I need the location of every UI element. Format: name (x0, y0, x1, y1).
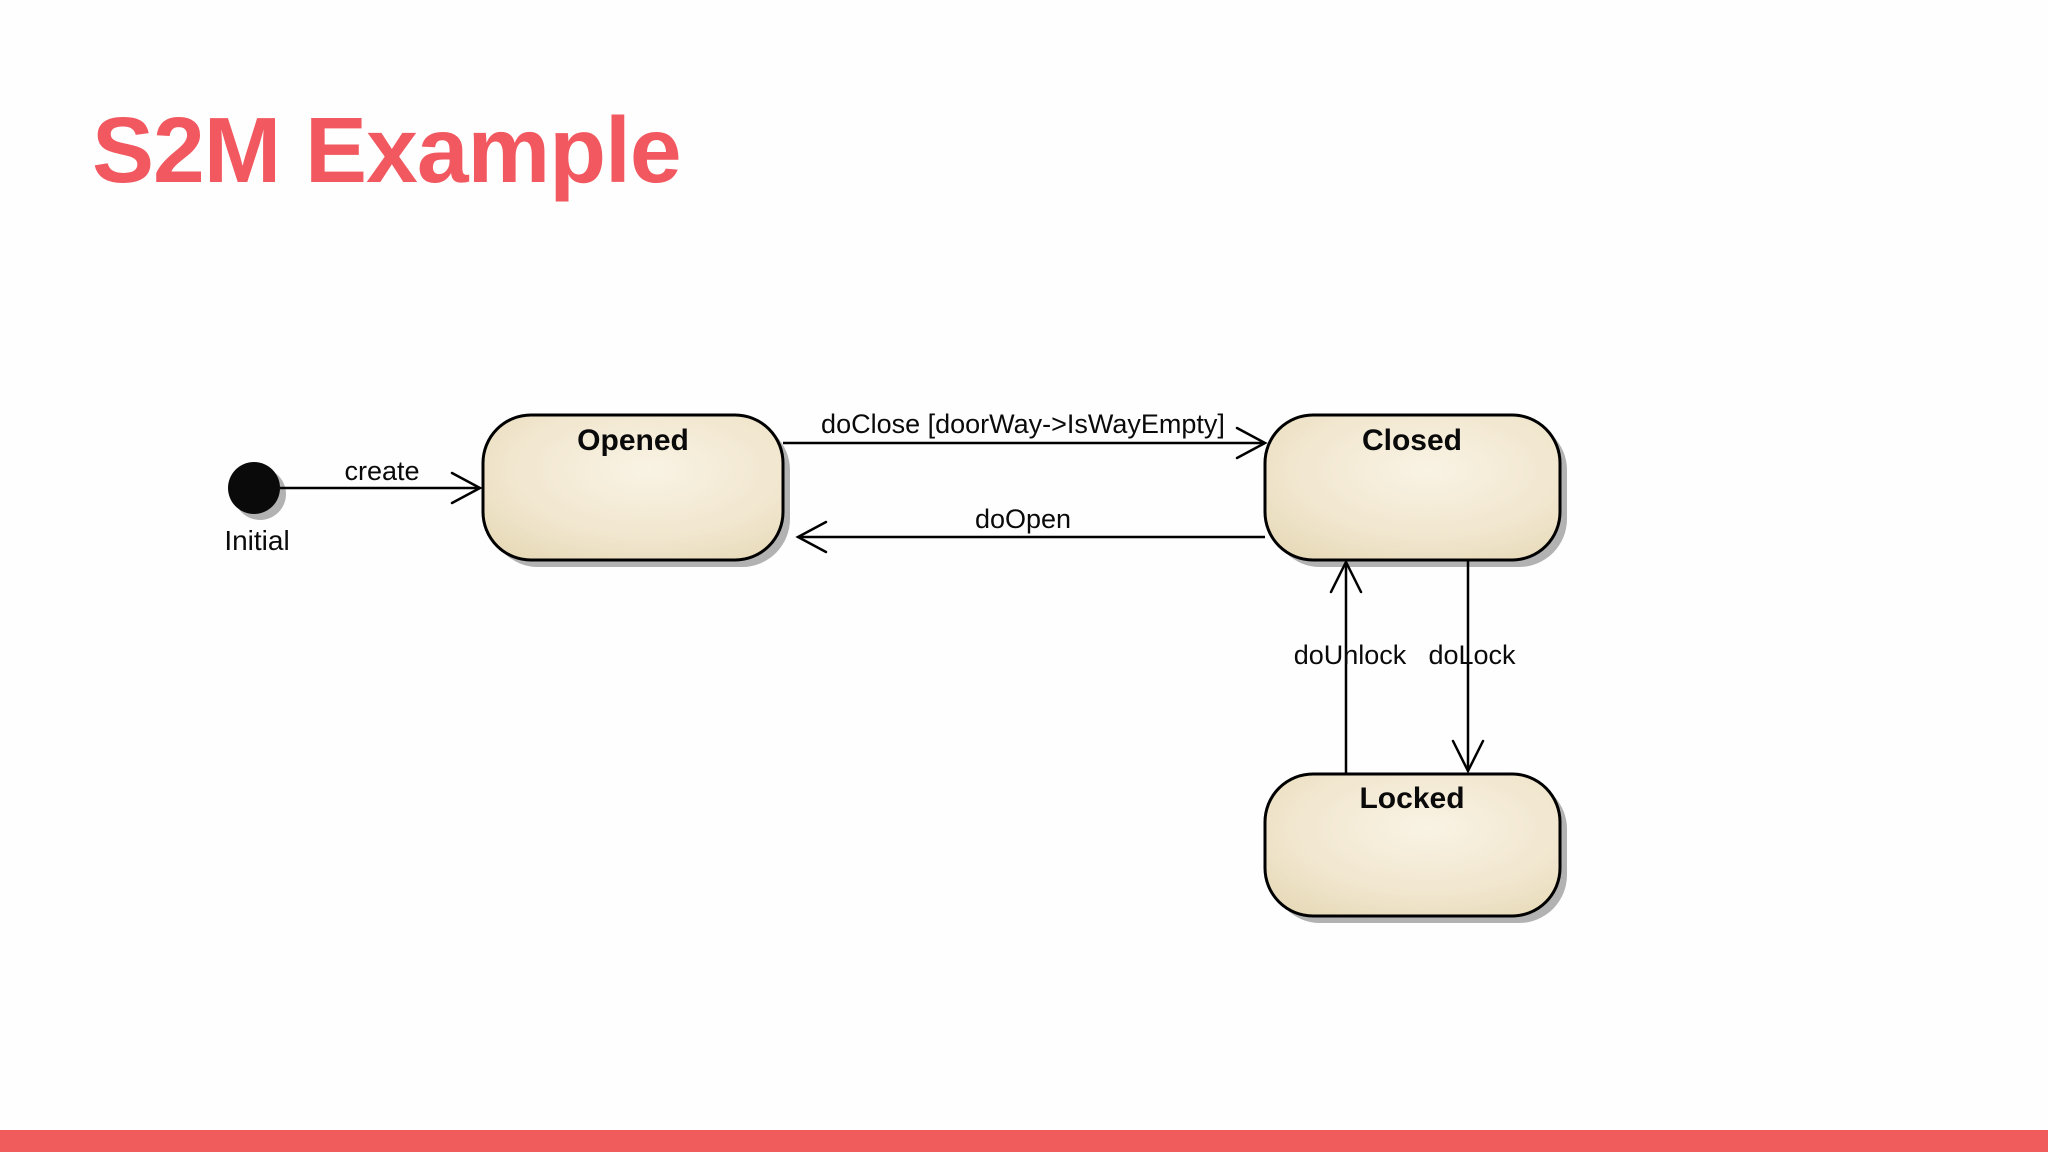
transition-create: create (280, 456, 483, 505)
state-opened: Opened (481, 413, 790, 567)
state-locked-box (1263, 772, 1562, 918)
page-title: S2M Example (92, 98, 682, 202)
state-closed-label: Closed (1362, 424, 1462, 457)
state-opened-label: Opened (577, 424, 689, 457)
transition-dolock-label: doLock (1428, 640, 1516, 670)
transition-create-label: create (344, 456, 419, 486)
state-closed-box (1263, 413, 1562, 562)
state-locked-label: Locked (1359, 782, 1464, 815)
transition-doclose-label: doClose [doorWay->IsWayEmpty] (821, 409, 1225, 439)
transition-doopen: doOpen (795, 504, 1265, 554)
transition-dolock: doLock (1428, 560, 1516, 774)
footer-accent-bar (0, 1130, 2048, 1152)
arrowhead-right-icon (1235, 426, 1268, 460)
initial-state: Initial (224, 462, 290, 556)
transition-doopen-label: doOpen (975, 504, 1071, 534)
arrowhead-right-icon (450, 471, 483, 505)
initial-state-label: Initial (224, 525, 289, 556)
state-closed: Closed (1263, 413, 1567, 567)
state-opened-box (481, 413, 785, 562)
transition-dounlock-label: doUnlock (1294, 640, 1407, 670)
arrowhead-left-icon (795, 520, 828, 554)
transition-dounlock: doUnlock (1294, 559, 1407, 774)
transition-doclose: doClose [doorWay->IsWayEmpty] (783, 409, 1268, 460)
state-locked: Locked (1263, 772, 1567, 923)
arrowhead-down-icon (1451, 739, 1485, 774)
initial-state-dot (228, 462, 280, 514)
arrowhead-up-icon (1329, 559, 1363, 594)
